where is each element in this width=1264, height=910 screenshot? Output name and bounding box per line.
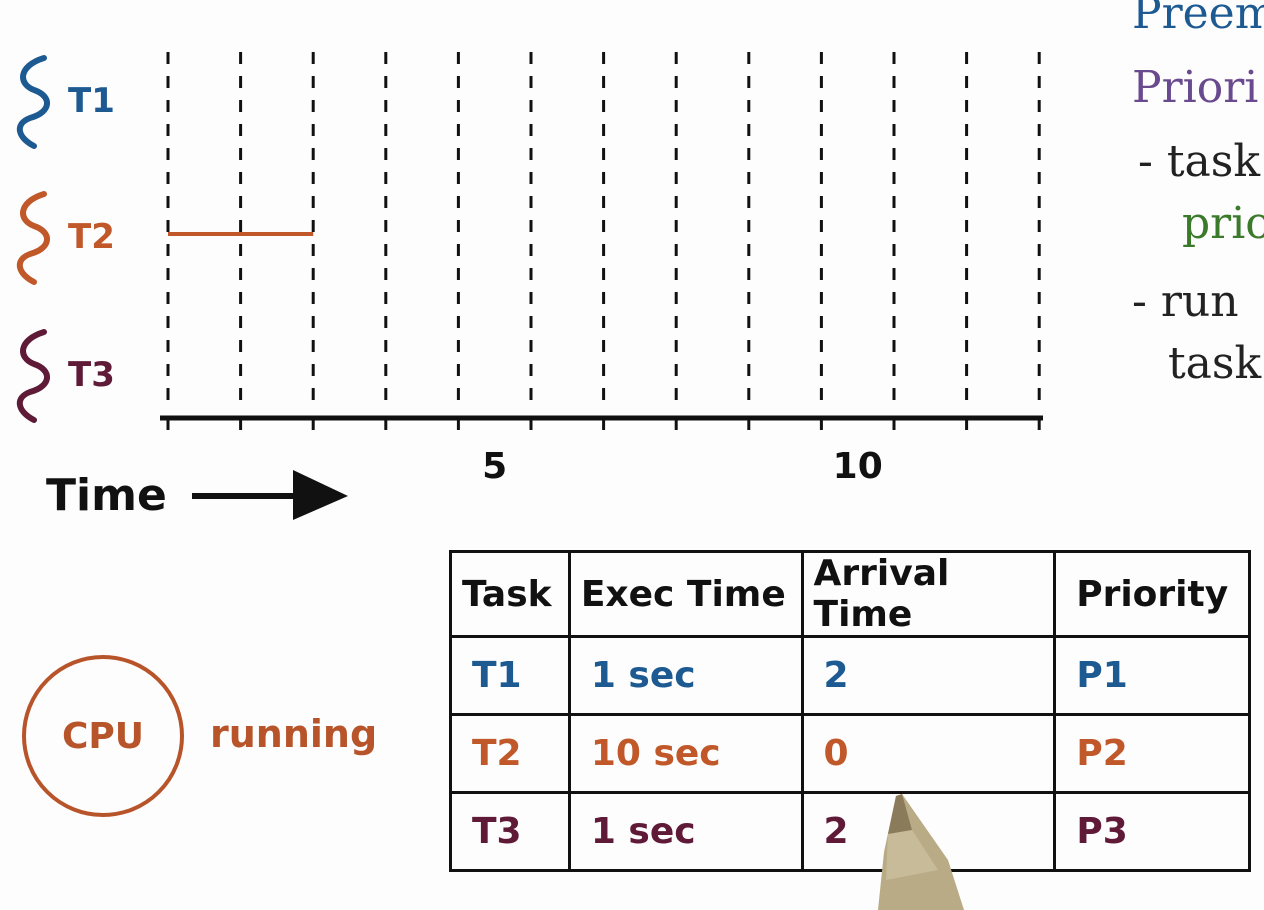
cpu-circle: CPU xyxy=(22,655,184,817)
note-line: Preem xyxy=(1132,0,1264,39)
axis-tick-label: 10 xyxy=(833,446,883,487)
table-row: T2 10 sec 0 P2 xyxy=(449,713,1251,794)
cell-task: T3 xyxy=(449,791,571,872)
cell-task: T1 xyxy=(449,635,571,716)
table-row: T1 1 sec 2 P1 xyxy=(449,635,1251,716)
header-task: Task xyxy=(449,550,571,638)
cell-priority: P3 xyxy=(1053,791,1251,872)
thread-squiggle-icon xyxy=(17,191,50,285)
time-arrow-icon xyxy=(192,470,348,520)
cell-exec-time: 10 sec xyxy=(567,713,804,794)
note-line: - run xyxy=(1132,276,1239,327)
table-header-row: Task Exec Time Arrival Time Priority xyxy=(449,550,1251,638)
cpu-status: running xyxy=(210,712,378,756)
cell-exec-time: 1 sec xyxy=(567,635,804,716)
header-arrival-time: Arrival Time xyxy=(800,550,1057,638)
task-row-label: T2 xyxy=(68,217,115,257)
task-row-label: T1 xyxy=(68,81,115,121)
thread-squiggle-icon xyxy=(17,329,50,423)
note-line: - task xyxy=(1138,136,1261,187)
pen-pointer-icon xyxy=(878,794,964,910)
header-exec-time: Exec Time xyxy=(567,550,804,638)
axis-ticks: 5 10 xyxy=(166,418,1041,487)
axis-tick-label: 5 xyxy=(482,446,507,487)
cell-priority: P2 xyxy=(1053,713,1251,794)
thread-squiggle-icon xyxy=(17,55,50,149)
note-line: prio xyxy=(1182,198,1264,249)
cpu-label: CPU xyxy=(61,715,145,757)
time-gridlines xyxy=(166,52,1041,404)
task-row-label: T3 xyxy=(68,355,115,395)
table-row: T3 1 sec 2 P3 xyxy=(449,791,1251,872)
note-line: task xyxy=(1168,338,1262,389)
cell-exec-time: 1 sec xyxy=(567,791,804,872)
header-priority: Priority xyxy=(1053,550,1251,638)
cell-task: T2 xyxy=(449,713,571,794)
cell-arrival-time: 0 xyxy=(800,713,1057,794)
cell-arrival-time: 2 xyxy=(800,635,1057,716)
handwritten-notes: Preem Priori - task prio - run task xyxy=(1120,0,1264,400)
task-table: Task Exec Time Arrival Time Priority T1 … xyxy=(449,550,1251,872)
cell-priority: P1 xyxy=(1053,635,1251,716)
note-line: Priori xyxy=(1132,62,1259,113)
time-axis-label: Time xyxy=(46,470,167,521)
